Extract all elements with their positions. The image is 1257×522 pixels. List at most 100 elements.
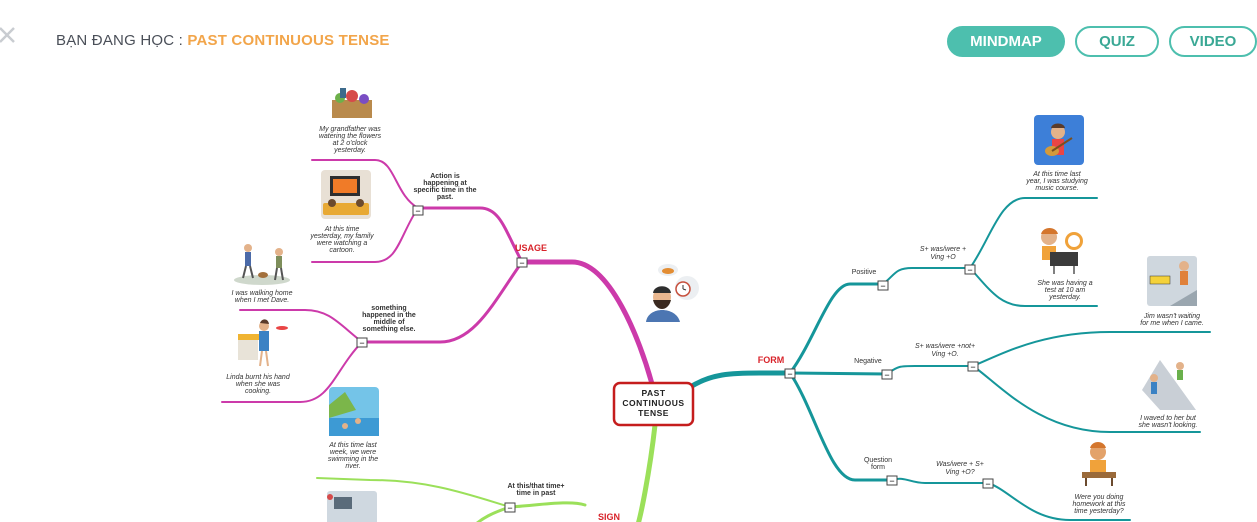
collapse-toggle-usage-2[interactable]: − <box>357 338 367 348</box>
svg-text:happened in the: happened in the <box>362 312 416 319</box>
svg-text:river.: river. <box>345 463 360 470</box>
family-tv-illustration <box>321 170 371 219</box>
svg-text:I was walking home: I was walking home <box>231 290 292 297</box>
usage-node-1: Action is happening at specific time in … <box>413 173 476 201</box>
svg-text:−: − <box>970 362 975 372</box>
svg-text:when she was: when she was <box>236 381 281 388</box>
svg-text:test at 10 am: test at 10 am <box>1045 287 1086 294</box>
svg-text:At this/that time+: At this/that time+ <box>508 483 565 490</box>
svg-text:−: − <box>787 369 792 379</box>
form-example-5: Were you doing homework at this time yes… <box>1073 442 1126 515</box>
svg-text:Ving +O: Ving +O <box>930 254 956 261</box>
thinking-man-illustration <box>646 264 699 322</box>
svg-text:cartoon.: cartoon. <box>329 247 354 254</box>
collapse-toggle-question[interactable]: − <box>887 476 897 486</box>
svg-text:when I met Dave.: when I met Dave. <box>235 297 290 304</box>
form-sub-positive <box>883 268 970 284</box>
form-negative-formula: S+ was/were +not+ Ving +O. <box>915 343 975 358</box>
form-question-formula: Was/were + S+ Ving +O? <box>936 461 984 476</box>
svg-text:yesterday.: yesterday. <box>1048 294 1081 301</box>
svg-text:at 2 o'clock: at 2 o'clock <box>333 140 368 147</box>
cooking-illustration <box>238 319 288 366</box>
sign-branch-label: SIGN <box>598 512 620 522</box>
usage-example-4: Linda burnt his hand when she was cookin… <box>226 319 291 395</box>
collapse-toggle-form[interactable]: − <box>785 369 795 379</box>
collapse-toggle-positive[interactable]: − <box>878 281 888 291</box>
svg-text:Question: Question <box>864 457 892 464</box>
form-example-2: She was having a test at 10 am yesterday… <box>1037 228 1092 301</box>
svg-text:were watching a: were watching a <box>317 240 368 247</box>
form-branch-negative <box>790 373 887 374</box>
svg-text:−: − <box>880 281 885 291</box>
waving-illustration <box>1142 360 1196 410</box>
svg-text:specific time in the: specific time in the <box>413 187 476 194</box>
svg-text:At this time last: At this time last <box>1032 171 1082 178</box>
usage-example-1: My grandfather was watering the flowers … <box>319 88 382 154</box>
form-example-3: Jim wasn't waiting for me when I came. <box>1140 256 1203 327</box>
sign-branch <box>510 503 585 507</box>
svg-text:−: − <box>884 370 889 380</box>
svg-text:week, we were: week, we were <box>330 449 376 456</box>
svg-text:year, I was studying: year, I was studying <box>1025 178 1088 185</box>
svg-text:Ving +O?: Ving +O? <box>945 469 974 476</box>
svg-text:something else.: something else. <box>363 326 416 333</box>
svg-text:time in past: time in past <box>517 490 557 497</box>
swimming-illustration <box>329 387 379 436</box>
collapse-toggle-negative[interactable]: − <box>882 370 892 380</box>
usage-example-3: I was walking home when I met Dave. <box>231 244 292 304</box>
svg-text:Were you doing: Were you doing <box>1075 494 1124 501</box>
svg-text:form: form <box>871 464 885 471</box>
collapse-toggle-sign-1[interactable]: − <box>505 503 515 513</box>
svg-text:Action is: Action is <box>430 173 460 180</box>
svg-text:yesterday.: yesterday. <box>333 147 366 154</box>
form-positive-label: Positive <box>852 269 877 276</box>
svg-text:homework at this: homework at this <box>1073 501 1126 508</box>
svg-text:I waved to her but: I waved to her but <box>1140 415 1197 422</box>
svg-text:middle of: middle of <box>373 319 405 326</box>
form-trunk <box>692 373 790 386</box>
sign-node-1: At this/that time+ time in past <box>508 483 565 497</box>
svg-text:music course.: music course. <box>1035 185 1078 192</box>
sign-example-1: At this time last week, we were swimming… <box>328 387 379 470</box>
flowers-illustration <box>332 88 372 118</box>
collapse-toggle-usage[interactable]: − <box>517 258 527 268</box>
collapse-toggle-positive-formula[interactable]: − <box>965 265 975 275</box>
homework-illustration <box>1082 442 1116 486</box>
form-negative-label: Negative <box>854 358 882 365</box>
form-branch-label: FORM <box>758 355 785 365</box>
guitar-student-illustration <box>1034 115 1084 165</box>
usage-branch-1 <box>418 208 522 262</box>
center-node[interactable]: PAST CONTINUOUS TENSE <box>614 383 693 425</box>
collapse-toggles[interactable]: − − − − − − − − − − − <box>357 206 993 513</box>
svg-text:something: something <box>371 305 406 312</box>
svg-text:At this time: At this time <box>324 226 360 233</box>
svg-text:At this time last: At this time last <box>328 442 378 449</box>
svg-text:for me when I came.: for me when I came. <box>1140 320 1203 327</box>
center-label-2: CONTINUOUS <box>622 398 684 408</box>
svg-text:−: − <box>889 476 894 486</box>
form-positive-formula: S+ was/were + Ving +O <box>920 246 966 261</box>
sign-example-2-illustration <box>327 491 377 522</box>
form-example-1: At this time last year, I was studying m… <box>1025 115 1088 192</box>
svg-text:My grandfather was: My grandfather was <box>319 126 381 133</box>
svg-text:cooking.: cooking. <box>245 388 271 395</box>
svg-text:Was/were + S+: Was/were + S+ <box>936 461 984 468</box>
svg-text:happening at: happening at <box>423 180 467 187</box>
svg-text:she wasn't looking.: she wasn't looking. <box>1139 422 1198 429</box>
usage-branch-label: USAGE <box>515 243 547 253</box>
svg-text:−: − <box>519 258 524 268</box>
collapse-toggle-negative-formula[interactable]: − <box>968 362 978 372</box>
test-student-illustration <box>1041 228 1083 274</box>
svg-text:−: − <box>985 479 990 489</box>
usage-example-2: At this time yesterday, my family were w… <box>309 170 374 254</box>
svg-text:Linda burnt his hand: Linda burnt his hand <box>226 374 291 381</box>
form-example-4: I waved to her but she wasn't looking. <box>1139 360 1198 429</box>
svg-text:−: − <box>359 338 364 348</box>
svg-text:S+ was/were +not+: S+ was/were +not+ <box>915 343 975 350</box>
collapse-toggle-question-formula[interactable]: − <box>983 479 993 489</box>
svg-text:watering the flowers: watering the flowers <box>319 133 382 140</box>
waiting-illustration <box>1147 256 1197 306</box>
center-label-3: TENSE <box>638 408 669 418</box>
usage-trunk <box>522 262 652 384</box>
collapse-toggle-usage-1[interactable]: − <box>413 206 423 216</box>
